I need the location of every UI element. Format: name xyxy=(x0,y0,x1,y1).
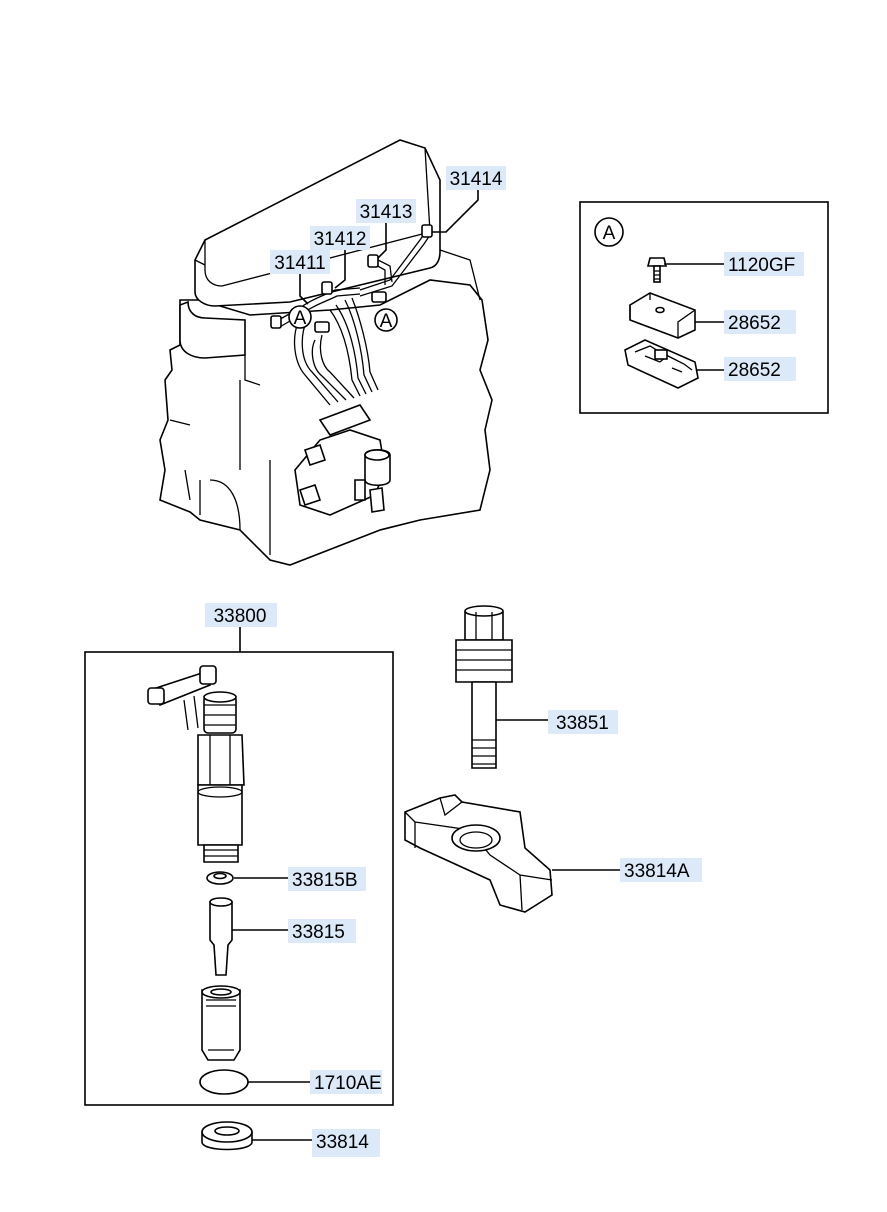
nozzle-nut xyxy=(201,985,241,1061)
leader-31412 xyxy=(334,248,346,289)
injector-clamp-33814a xyxy=(404,794,553,913)
oring-1710ae xyxy=(199,1069,249,1095)
label-28652-a[interactable]: 28652 xyxy=(724,310,796,334)
label-31411-text: 31411 xyxy=(274,253,325,274)
label-31414-text: 31414 xyxy=(450,169,503,190)
bolt-33851 xyxy=(455,605,513,769)
clamp-marker-a-right: A xyxy=(374,308,398,332)
label-33814a[interactable]: 33814A xyxy=(620,858,702,882)
label-33815b-text: 33815B xyxy=(292,870,358,891)
label-31414[interactable]: 31414 xyxy=(446,166,506,190)
nozzle-33815 xyxy=(209,897,233,976)
label-33815b[interactable]: 33815B xyxy=(288,867,366,891)
leader-31411 xyxy=(299,272,309,305)
label-31411[interactable]: 31411 xyxy=(270,250,330,274)
leader-31413 xyxy=(377,222,387,259)
label-33814[interactable]: 33814 xyxy=(312,1129,380,1157)
label-31413-text: 31413 xyxy=(360,202,413,223)
detail-a-marker: A xyxy=(603,223,616,244)
label-33851-text: 33851 xyxy=(556,713,609,734)
injector-assembly-box: 33815B 33815 1710AE xyxy=(84,651,394,1106)
label-33800-text: 33800 xyxy=(214,606,267,627)
clamp-upper-28652 xyxy=(629,292,696,339)
washer-33815b xyxy=(206,871,234,885)
clamp-lower-28652 xyxy=(624,339,699,389)
leader-31414 xyxy=(432,190,479,233)
label-28652-b-text: 28652 xyxy=(728,360,781,381)
engine-assembly: A A xyxy=(159,139,493,566)
label-31412[interactable]: 31412 xyxy=(310,226,370,250)
label-33815[interactable]: 33815 xyxy=(288,919,356,943)
label-1120gf[interactable]: 1120GF xyxy=(724,252,804,276)
detail-a-box: A 1120GF 28652 xyxy=(579,201,829,414)
label-28652-a-text: 28652 xyxy=(728,313,781,334)
label-33815-text: 33815 xyxy=(292,922,345,943)
label-1120gf-text: 1120GF xyxy=(728,255,795,276)
washer-33814 xyxy=(201,1121,253,1151)
label-31413[interactable]: 31413 xyxy=(356,199,416,223)
bolt-1120gf xyxy=(646,257,668,283)
label-33814a-text: 33814A xyxy=(624,861,690,882)
clamp-marker-a-left-label: A xyxy=(294,308,307,329)
clamp-marker-a-right-label: A xyxy=(380,311,393,332)
label-33800[interactable]: 33800 xyxy=(205,603,277,627)
clamp-marker-a-left: A xyxy=(288,305,312,329)
label-1710ae[interactable]: 1710AE xyxy=(310,1070,382,1094)
label-33814-text: 33814 xyxy=(316,1132,369,1153)
label-28652-b[interactable]: 28652 xyxy=(724,357,796,381)
label-1710ae-text: 1710AE xyxy=(314,1073,382,1094)
label-31412-text: 31412 xyxy=(314,229,367,250)
label-33851[interactable]: 33851 xyxy=(548,710,618,734)
injector-body xyxy=(147,665,245,863)
